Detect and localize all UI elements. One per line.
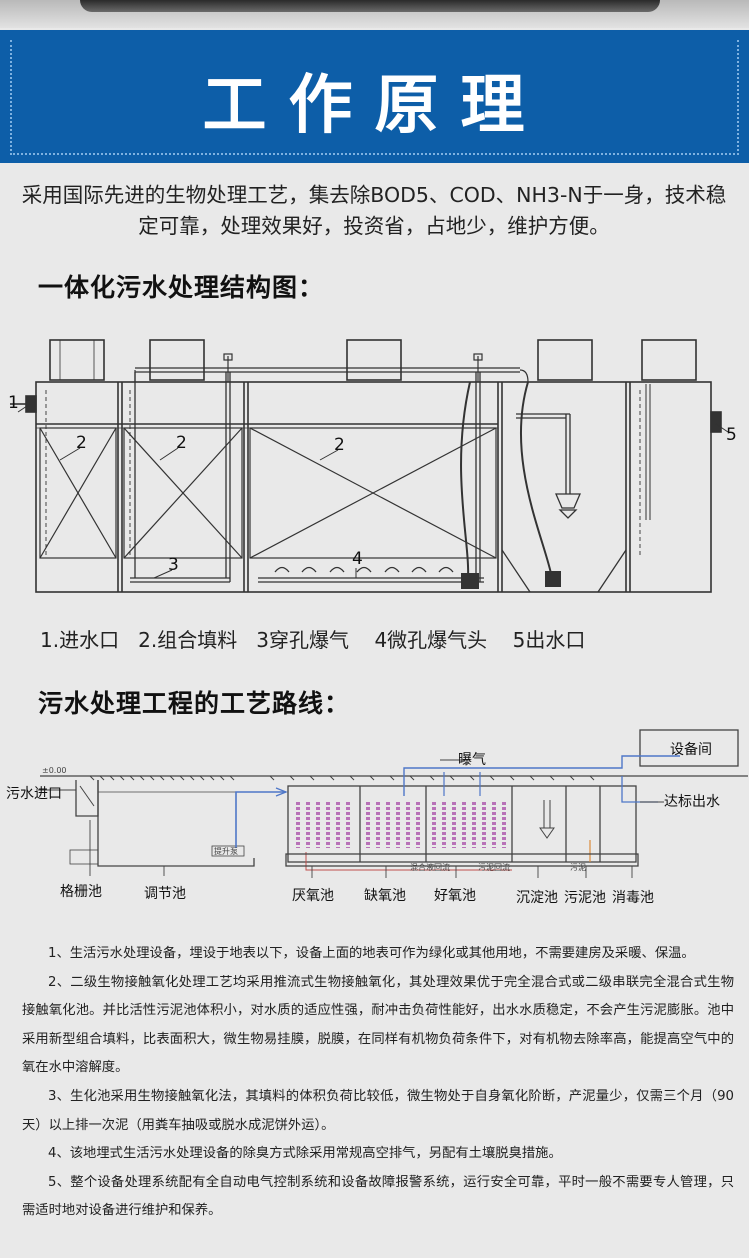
outlet-flow (621, 776, 658, 803)
inlet-pipe (10, 395, 37, 413)
lift-pump-tag: 提升泵 (214, 846, 238, 856)
process-route-title: 污水处理工程的工艺路线： (38, 689, 351, 718)
label-perforated-number: 3 (168, 555, 179, 575)
label-aeration: 曝气 (458, 752, 486, 768)
label-sludge-tank: 污泥池 (564, 890, 606, 906)
structure-diagram-title: 一体化污水处理结构图： (38, 273, 325, 302)
label-regulating-tank: 调节池 (144, 886, 186, 902)
note-item: 3、生化池采用生物接触氧化法，其填料的体积负荷比较低，微生物处于自身氧化阶断，产… (22, 1088, 734, 1133)
banner-frame (10, 40, 739, 155)
regulating-tank (97, 780, 255, 867)
structure-legend: 1.进水口 2.组合填料 3穿孔爆气 4微孔爆气头 5出水口 (40, 628, 586, 652)
title-banner: 工作原理 (0, 30, 749, 163)
label-settling-tank: 沉淀池 (516, 890, 558, 906)
grille-tank (75, 780, 99, 817)
note-item: 2、二级生物接触氧化处理工艺均采用推流式生物接触氧化，其处理效果优于完全混合式或… (22, 974, 734, 1076)
label-standard-outlet: 达标出水 (664, 794, 720, 810)
label-fill-number-2: 2 (176, 433, 187, 453)
label-anoxic-tank: 缺氧池 (364, 888, 406, 904)
label-anaerobic-tank: 厌氧池 (292, 888, 334, 904)
treatment-base (285, 853, 639, 867)
label-sewage-inlet: 污水进口 (6, 786, 62, 802)
label-aerobic-tank: 好氧池 (434, 888, 476, 904)
aeration-pipe (403, 755, 680, 796)
label-grille-tank: 格栅池 (60, 884, 102, 900)
perforated-aeration-pipe (130, 372, 231, 583)
tank-partitions (117, 382, 631, 592)
settling-hopper (501, 413, 627, 593)
equipment-photo-edge (80, 0, 660, 12)
label-aerator-number: 4 (352, 549, 363, 569)
note-item: 4、该地埋式生活污水处理设备的除臭方式除采用常规高空排气，另配有土壤脱臭措施。 (48, 1146, 562, 1162)
sludge-return-tag: 污泥回流 (478, 862, 510, 872)
label-inlet-number: 1 (8, 393, 19, 413)
label-fill-number-1: 2 (76, 433, 87, 453)
top-photo-strip (0, 0, 749, 28)
equipment-room-box (639, 729, 739, 767)
ground-level-mark: ±0.00 (42, 766, 67, 775)
media-anoxic (366, 802, 420, 848)
label-fill-number-3: 2 (334, 435, 345, 455)
label-leaders (36, 759, 664, 878)
media-aerobic (432, 802, 506, 848)
return-line (305, 852, 512, 871)
media-anaerobic (296, 802, 350, 848)
outlet-pipe (645, 384, 722, 520)
micropore-aerators (258, 372, 484, 583)
banner-title: 工作原理 (202, 69, 547, 143)
mixed-return-tag: 混合液回流 (410, 862, 450, 872)
inner-dash-lines (45, 390, 641, 558)
label-disinfection-tank: 消毒池 (612, 890, 654, 906)
process-route-diagram: ±0.00 提升泵 混合液回流 污泥回流 污泥 设备间 曝气 污水进口 达标出水… (6, 729, 748, 906)
vent-stacks (49, 339, 697, 381)
structure-diagram: 1 2 2 2 3 4 5 (8, 339, 737, 593)
top-pipes (134, 353, 529, 383)
label-outlet-number: 5 (726, 425, 737, 445)
tank-body (35, 381, 712, 593)
notes-list: 1、生活污水处理设备，埋设于地表以下，设备上面的地表可作为绿化或其他用地，不需要… (22, 940, 734, 1226)
note-item: 5、整个设备处理系统配有全自动电气控制系统和设备故障报警系统，运行安全可靠，平时… (22, 1174, 734, 1219)
callout-lines (17, 403, 729, 579)
treatment-block (287, 785, 637, 863)
intro-paragraph: 采用国际先进的生物处理工艺，集去除BOD5、COD、NH3-N于一身，技术稳定可… (21, 183, 727, 238)
combined-fill-media (39, 427, 497, 559)
label-equipment-room: 设备间 (670, 741, 712, 758)
ground-hatch (89, 775, 595, 781)
note-item: 1、生活污水处理设备，埋设于地表以下，设备上面的地表可作为绿化或其他用地，不需要… (48, 946, 695, 961)
sludge-pump (460, 381, 561, 589)
sludge-tag: 污泥 (570, 862, 586, 872)
